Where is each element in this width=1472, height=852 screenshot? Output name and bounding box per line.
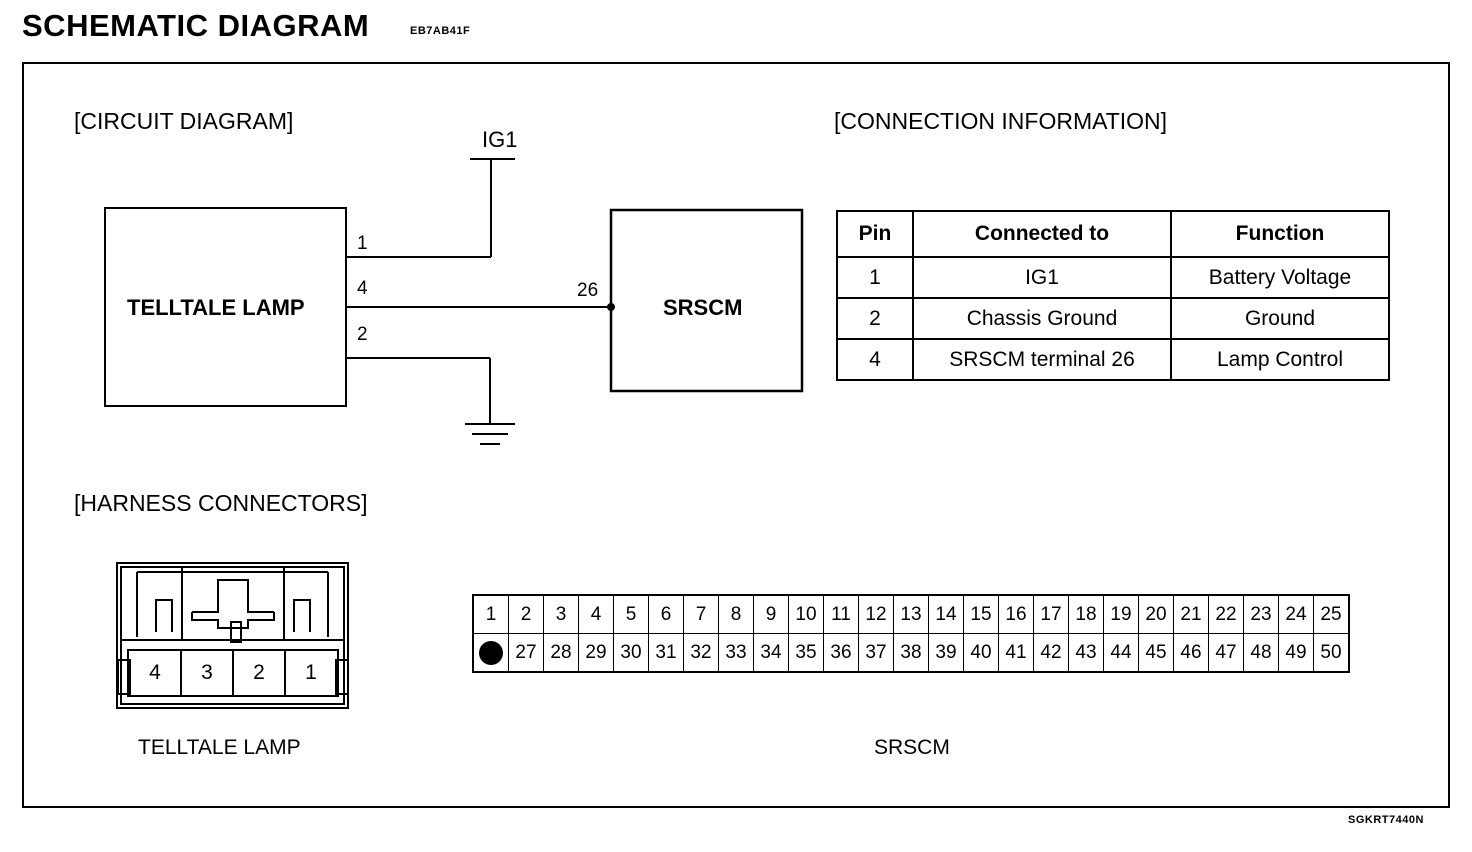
- srscm-pin: 39: [928, 633, 964, 673]
- srscm-pin: 8: [718, 594, 754, 634]
- srscm-pin: 40: [963, 633, 999, 673]
- srscm-pin: 45: [1138, 633, 1174, 673]
- srscm-pin: 9: [753, 594, 789, 634]
- srscm-label: SRSCM: [663, 295, 743, 320]
- srscm-pin: 36: [823, 633, 859, 673]
- srscm-pin: 38: [893, 633, 929, 673]
- srscm-pin: 21: [1173, 594, 1209, 634]
- harness-connectors-title: [HARNESS CONNECTORS]: [74, 490, 368, 516]
- srscm-pin-marker: [472, 633, 509, 673]
- ig1-label: IG1: [482, 127, 518, 152]
- srscm-pin: 12: [858, 594, 894, 634]
- page-title: SCHEMATIC DIAGRAM: [22, 8, 370, 43]
- pin-marker-dot-icon: [479, 640, 503, 665]
- srscm-pin: 30: [613, 633, 649, 673]
- srscm-pin: 24: [1278, 594, 1314, 634]
- srscm-pin: 41: [998, 633, 1034, 673]
- srscm-pin: 18: [1068, 594, 1104, 634]
- srscm-pin: 42: [1033, 633, 1069, 673]
- connection-info-title: [CONNECTION INFORMATION]: [834, 108, 1168, 134]
- srscm-pin: 27: [508, 633, 544, 673]
- srscm-pin: 31: [648, 633, 684, 673]
- srscm-pin: 16: [998, 594, 1034, 634]
- srscm-pin: 35: [788, 633, 824, 673]
- srscm-pin: 22: [1208, 594, 1244, 634]
- lamp-pin: 2: [234, 651, 286, 695]
- srscm-pin: 25: [1313, 594, 1350, 634]
- srscm-pin: 43: [1068, 633, 1104, 673]
- table-row: 2 Chassis Ground Ground: [836, 297, 1390, 340]
- header-connected-to: Connected to: [912, 210, 1172, 258]
- telltale-lamp-connector-label: TELLTALE LAMP: [138, 736, 301, 759]
- srscm-pin: 47: [1208, 633, 1244, 673]
- srscm-pin: 7: [683, 594, 719, 634]
- srscm-pin: 34: [753, 633, 789, 673]
- header-function: Function: [1170, 210, 1390, 258]
- pin-1-label: 1: [357, 233, 368, 254]
- srscm-pin: 32: [683, 633, 719, 673]
- cell-function: Ground: [1170, 297, 1390, 340]
- ground-symbol: [465, 423, 515, 445]
- srscm-pin: 15: [963, 594, 999, 634]
- terminal-26-node: [607, 303, 615, 311]
- telltale-lamp-label: TELLTALE LAMP: [127, 295, 305, 320]
- srscm-pin: 48: [1243, 633, 1279, 673]
- srscm-pin: 33: [718, 633, 754, 673]
- srscm-pin: 37: [858, 633, 894, 673]
- srscm-pin: 4: [578, 594, 614, 634]
- srscm-pin: 11: [823, 594, 859, 634]
- srscm-pin: 50: [1313, 633, 1350, 673]
- lamp-pin: 1: [305, 661, 317, 684]
- srscm-pin: 1: [472, 594, 509, 634]
- telltale-lamp-pin-row: 4 3 2 1: [130, 651, 336, 695]
- terminal-26-label: 26: [577, 280, 599, 301]
- figure-id: SGKRT7440N: [1348, 814, 1424, 826]
- srscm-pin: 14: [928, 594, 964, 634]
- srscm-pin: 10: [788, 594, 824, 634]
- srscm-pin: 23: [1243, 594, 1279, 634]
- lamp-pin: 3: [182, 651, 234, 695]
- srscm-pin: 29: [578, 633, 614, 673]
- telltale-lamp-connector-shape: [116, 562, 349, 709]
- cell-connected-to: IG1: [912, 256, 1172, 299]
- cell-pin: 2: [836, 297, 914, 340]
- srscm-pin: 19: [1103, 594, 1139, 634]
- srscm-connector-label: SRSCM: [874, 736, 950, 759]
- srscm-pin: 13: [893, 594, 929, 634]
- pin-4-label: 4: [357, 278, 368, 299]
- diagram-frame: [22, 62, 1450, 808]
- cell-pin: 1: [836, 256, 914, 299]
- cell-connected-to: Chassis Ground: [912, 297, 1172, 340]
- srscm-pin: 3: [543, 594, 579, 634]
- srscm-pin: 2: [508, 594, 544, 634]
- srscm-pin: 28: [543, 633, 579, 673]
- connection-table: Pin Connected to Function 1 IG1 Battery …: [836, 210, 1390, 381]
- table-header-row: Pin Connected to Function: [836, 210, 1390, 258]
- srscm-pin: 46: [1173, 633, 1209, 673]
- srscm-pin: 20: [1138, 594, 1174, 634]
- document-code: EB7AB41F: [410, 25, 471, 37]
- srscm-pin: 17: [1033, 594, 1069, 634]
- cell-connected-to: SRSCM terminal 26: [912, 338, 1172, 381]
- circuit-diagram-title: [CIRCUIT DIAGRAM]: [74, 108, 294, 134]
- srscm-pin: 5: [613, 594, 649, 634]
- srscm-pin: 6: [648, 594, 684, 634]
- srscm-pin: 49: [1278, 633, 1314, 673]
- header-pin: Pin: [836, 210, 914, 258]
- pin-2-label: 2: [357, 324, 368, 345]
- srscm-pin: 44: [1103, 633, 1139, 673]
- srscm-box: [609, 208, 804, 393]
- cell-function: Battery Voltage: [1170, 256, 1390, 299]
- cell-function: Lamp Control: [1170, 338, 1390, 381]
- table-row: 1 IG1 Battery Voltage: [836, 256, 1390, 299]
- cell-pin: 4: [836, 338, 914, 381]
- table-row: 4 SRSCM terminal 26 Lamp Control: [836, 338, 1390, 381]
- lamp-pin: 4: [130, 651, 182, 695]
